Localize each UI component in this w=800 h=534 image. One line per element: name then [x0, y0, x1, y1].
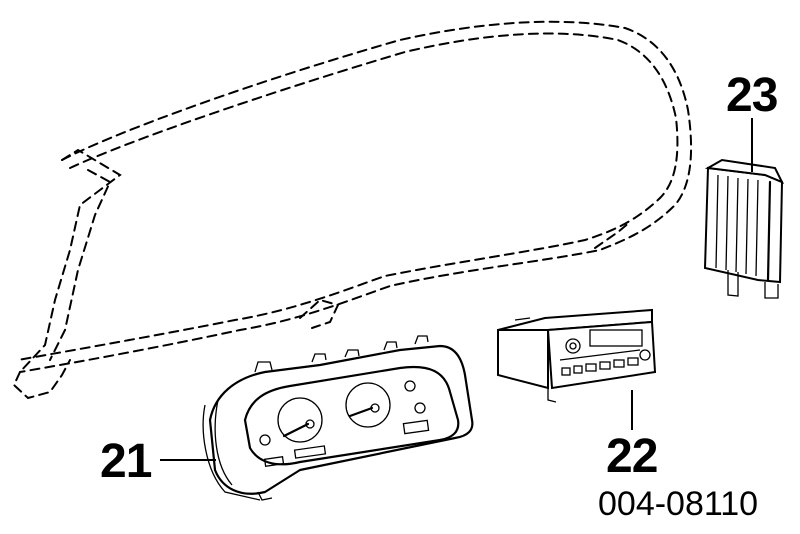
callout-21: 21: [100, 435, 152, 488]
control-module: [703, 158, 785, 299]
radio-unit: [497, 308, 657, 403]
instrument-cluster: [202, 335, 474, 501]
dashboard-outline: [12, 20, 693, 400]
callout-23: 23: [726, 69, 778, 122]
callout-22: 22: [606, 430, 658, 483]
figure-code: 004-08110: [598, 485, 759, 523]
